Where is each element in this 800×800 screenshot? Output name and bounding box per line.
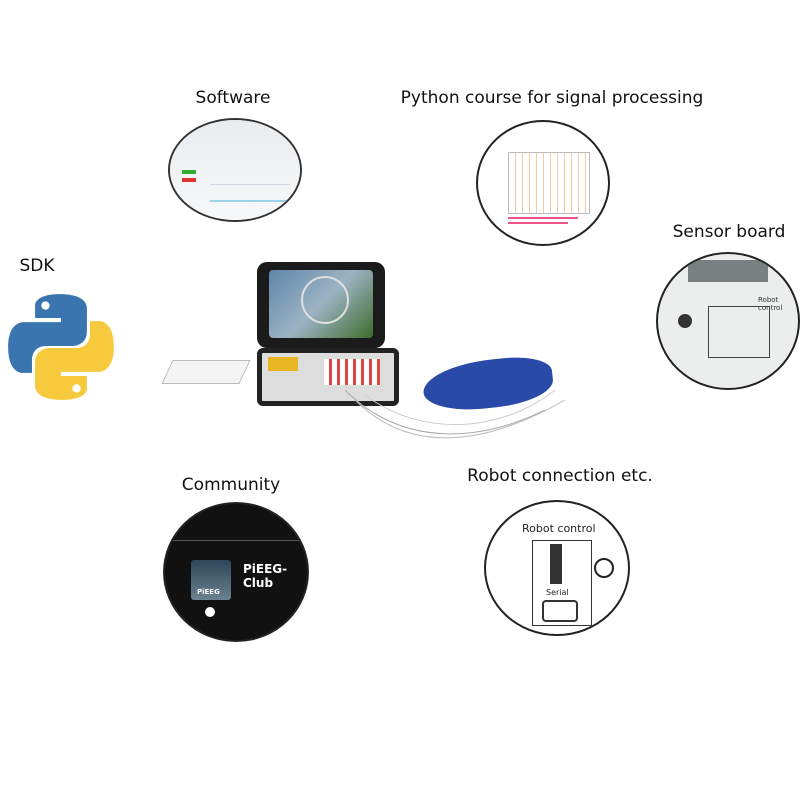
- robot-label: Robot connection etc.: [467, 466, 653, 486]
- software-label: Software: [195, 88, 271, 108]
- status-green: [182, 170, 196, 174]
- avatar-text: PiEEG: [197, 588, 220, 596]
- robot-title: Robot control: [522, 522, 596, 535]
- sensor-board-photo: Robot control: [656, 252, 800, 390]
- community-screenshot: PiEEG PiEEG-Club: [163, 502, 309, 642]
- sensor-board-label: Sensor board: [672, 222, 786, 242]
- community-avatar: PiEEG: [191, 560, 231, 600]
- no-hand-icon: [594, 558, 614, 578]
- robot-serial: Serial: [546, 588, 569, 597]
- device-case: [257, 348, 399, 406]
- python-logo-icon: [8, 294, 114, 400]
- github-icon: [205, 607, 215, 617]
- pieeg-device: [161, 260, 585, 460]
- device-screen: [257, 262, 385, 348]
- python-course-label: Python course for signal processing: [400, 88, 704, 108]
- community-title: PiEEG-Club: [243, 562, 288, 590]
- cables: [345, 389, 566, 439]
- sensor-board-title: Robot control: [758, 296, 783, 312]
- robot-control-screenshot: Robot control Serial: [484, 500, 630, 636]
- status-red: [182, 178, 196, 182]
- community-label: Community: [181, 475, 281, 495]
- sdk-label: SDK: [19, 256, 55, 276]
- power-bank: [161, 360, 251, 384]
- robot-arm-icon: [542, 600, 578, 622]
- python-course-screenshot: [476, 120, 610, 246]
- software-screenshot: [168, 118, 302, 222]
